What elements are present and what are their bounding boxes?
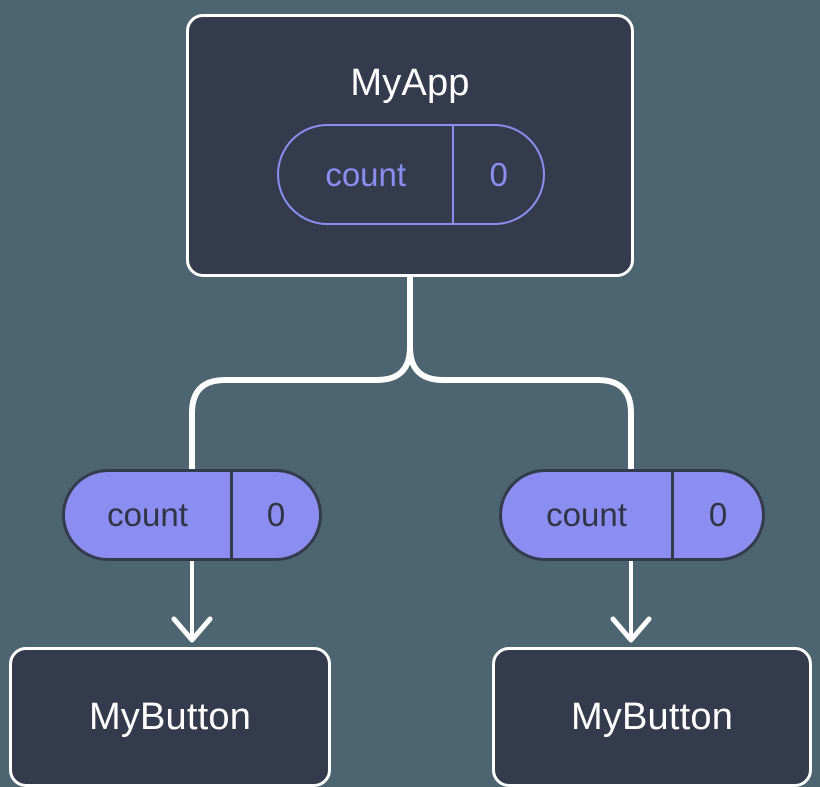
node-mybutton-right[interactable]: MyButton: [492, 647, 812, 787]
node-mybutton-right-label: MyButton: [570, 695, 734, 738]
state-pill-myapp[interactable]: count 0: [277, 124, 545, 225]
node-myapp-label: MyApp: [350, 62, 470, 104]
state-pill-myapp-key: count: [279, 126, 455, 223]
arrow-right-head: [610, 616, 652, 643]
branch-connector: [189, 274, 413, 473]
arrow-left-head: [171, 616, 213, 643]
state-pill-left-key: count: [65, 472, 234, 558]
state-pill-left[interactable]: count 0: [62, 469, 322, 561]
branch-connector-right: [407, 344, 634, 473]
node-myapp[interactable]: MyApp: [186, 14, 634, 277]
state-pill-myapp-value: 0: [489, 155, 508, 193]
diagram-canvas: MyApp count 0 count 0 count 0 MyButton M…: [9, 14, 812, 787]
node-mybutton-left-label: MyButton: [88, 695, 252, 738]
state-pill-right[interactable]: count 0: [499, 469, 765, 561]
state-pill-right-value: 0: [708, 496, 728, 533]
state-pill-right-key: count: [502, 472, 675, 558]
node-mybutton-left[interactable]: MyButton: [9, 647, 331, 787]
state-pill-left-value: 0: [266, 496, 286, 533]
